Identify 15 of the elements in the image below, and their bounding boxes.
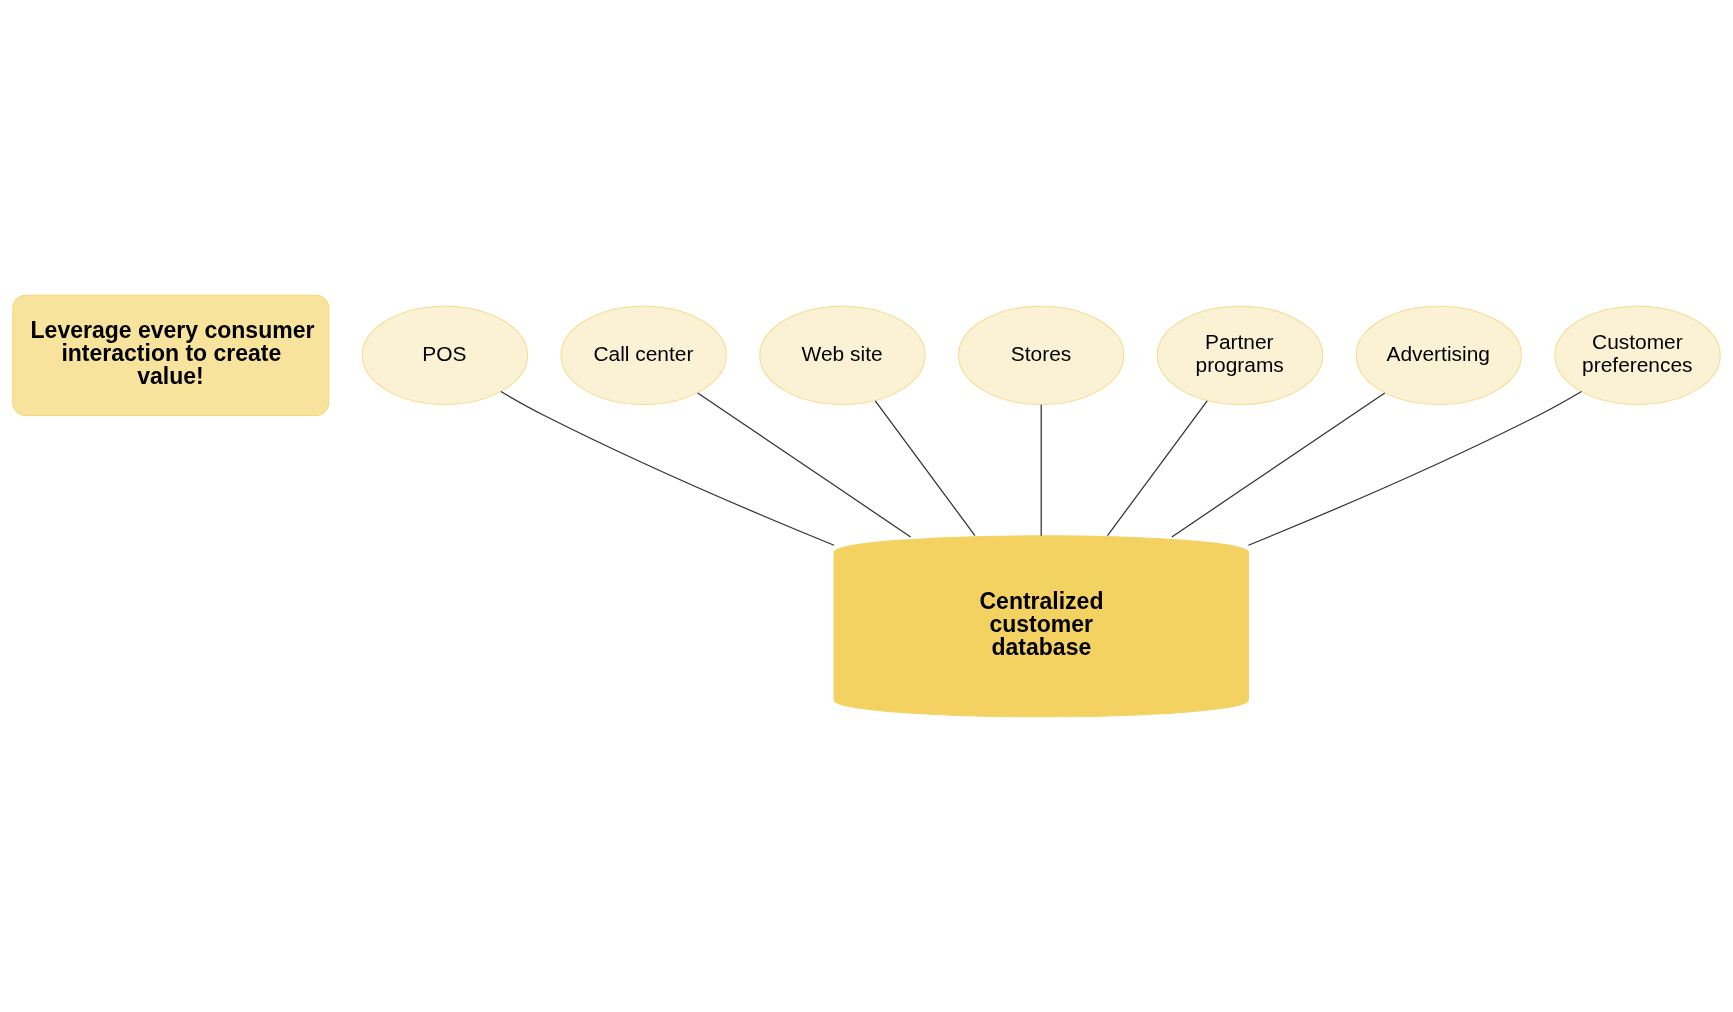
node-ellipse: Partner programs bbox=[1156, 305, 1324, 406]
connector bbox=[697, 392, 912, 538]
node-ellipse: POS bbox=[361, 305, 529, 406]
connector bbox=[1247, 390, 1583, 546]
node-ellipse: Customer preferences bbox=[1554, 305, 1721, 406]
connector bbox=[874, 400, 976, 537]
connector bbox=[1106, 400, 1208, 537]
connector bbox=[1040, 404, 1042, 537]
connector bbox=[1171, 392, 1386, 538]
node-ellipse: Stores bbox=[958, 305, 1125, 406]
connector bbox=[500, 390, 835, 546]
node-ellipse: Call center bbox=[560, 305, 727, 406]
node-box: Leverage every consumer interaction to create value! bbox=[12, 294, 330, 417]
node-ellipse: Web site bbox=[759, 305, 926, 406]
node-ellipse: Advertising bbox=[1355, 305, 1522, 406]
